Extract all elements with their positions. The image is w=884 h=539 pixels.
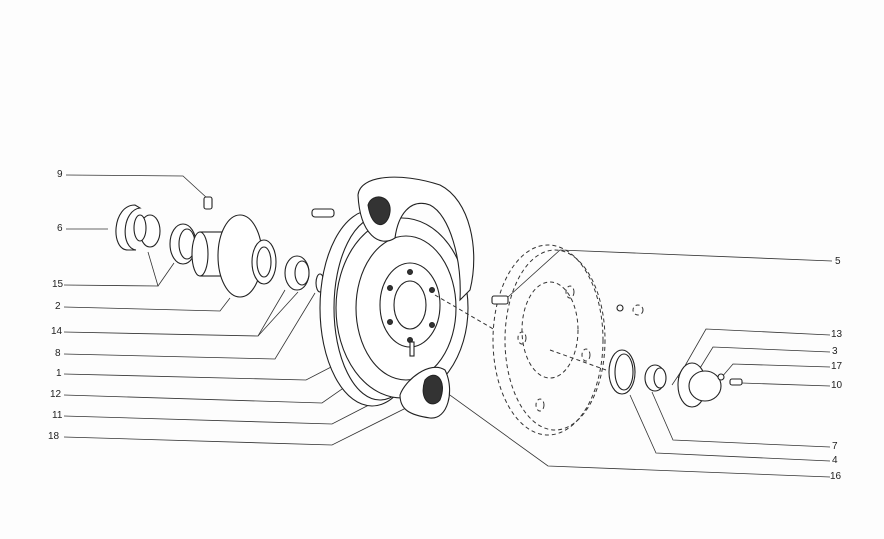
part-tire-section	[357, 176, 475, 419]
part-washer-17	[717, 373, 725, 381]
callout-18: 18	[48, 431, 60, 442]
callout-10: 10	[831, 380, 843, 391]
callout-12: 12	[50, 389, 62, 400]
callout-3: 3	[832, 346, 838, 357]
part-bolt	[311, 208, 335, 218]
callout-7: 7	[832, 441, 838, 452]
callout-6: 6	[57, 223, 63, 234]
callout-13: 13	[831, 329, 843, 340]
part-screw-10	[729, 378, 743, 386]
leader-lines	[63, 174, 833, 478]
callout-17: 17	[831, 361, 843, 372]
part-stud-5	[491, 295, 509, 305]
callout-1: 1	[56, 368, 62, 379]
callout-2: 2	[55, 301, 61, 312]
callout-14: 14	[51, 326, 63, 337]
part-grease-nipple-9	[203, 196, 213, 210]
callout-9: 9	[57, 169, 63, 180]
part-seal-4	[608, 349, 636, 395]
part-hub-cap-3	[677, 362, 722, 408]
callout-4: 4	[832, 455, 838, 466]
callout-5: 5	[835, 256, 841, 267]
callout-11: 11	[52, 410, 63, 421]
part-wheel-1	[319, 209, 469, 407]
callout-16: 16	[830, 471, 842, 482]
part-bearing-cup-6	[115, 204, 142, 251]
callout-8: 8	[55, 348, 61, 359]
small-rings	[616, 304, 644, 316]
part-brake-disc-16	[434, 244, 607, 436]
callout-15: 15	[52, 279, 64, 290]
part-nut-7	[644, 364, 667, 392]
part-hub-2	[191, 214, 277, 298]
part-valve-12	[409, 341, 415, 357]
part-bearing-cone-15	[133, 214, 197, 265]
part-bearing-14	[284, 255, 310, 291]
